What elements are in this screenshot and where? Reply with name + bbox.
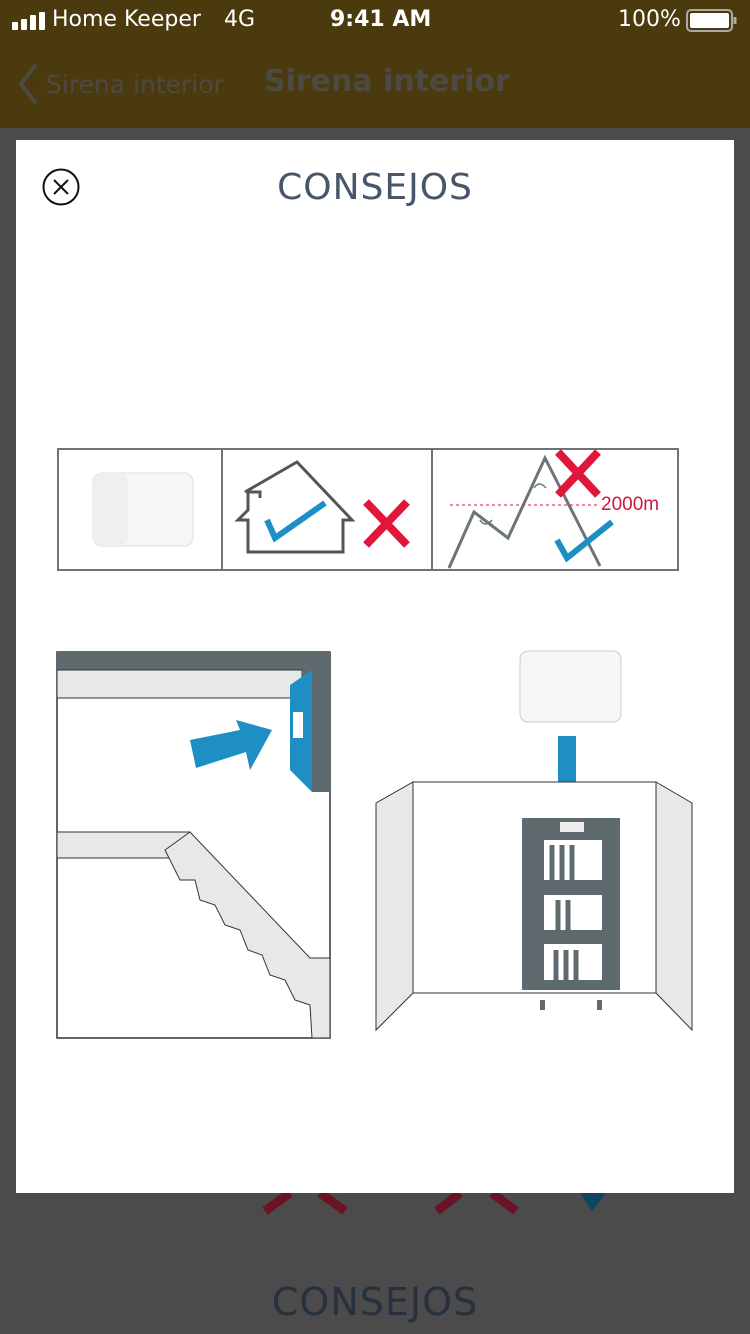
chevron-left-icon <box>18 63 38 105</box>
status-bar: Home Keeper 4G 9:41 AM 100% <box>0 0 750 40</box>
back-label: Sirena interior <box>46 69 224 99</box>
close-button[interactable] <box>42 168 80 206</box>
modal-title: CONSEJOS <box>277 167 473 208</box>
check-icon <box>554 519 614 563</box>
battery-percent: 100% <box>618 7 681 32</box>
time: 9:41 AM <box>330 7 432 32</box>
network: 4G <box>224 7 256 32</box>
background-icons <box>262 1189 606 1215</box>
cross-icon <box>555 449 601 498</box>
close-icon <box>42 168 80 206</box>
placement-illustration: 2000m <box>56 448 693 1039</box>
tips-strip <box>57 448 679 571</box>
shelf-scene <box>375 650 693 1032</box>
staircase-wall-scene <box>56 651 331 1039</box>
nav-bar: Sirena interior Sirena interior <box>0 40 750 128</box>
carrier: Home Keeper <box>52 7 201 32</box>
background-content <box>0 1189 750 1334</box>
nav-title: Sirena interior <box>264 64 510 99</box>
tips-modal: CONSEJOS 2000m <box>16 140 734 1193</box>
back-button[interactable]: Sirena interior <box>16 62 224 106</box>
signal-icon <box>12 11 48 36</box>
siren-device-icon <box>92 472 194 547</box>
background-title: CONSEJOS <box>271 1280 479 1324</box>
house-icon <box>234 460 356 554</box>
cross-icon <box>363 499 410 548</box>
altitude-label: 2000m <box>601 494 659 515</box>
check-icon <box>264 500 327 543</box>
battery-icon <box>686 9 738 39</box>
